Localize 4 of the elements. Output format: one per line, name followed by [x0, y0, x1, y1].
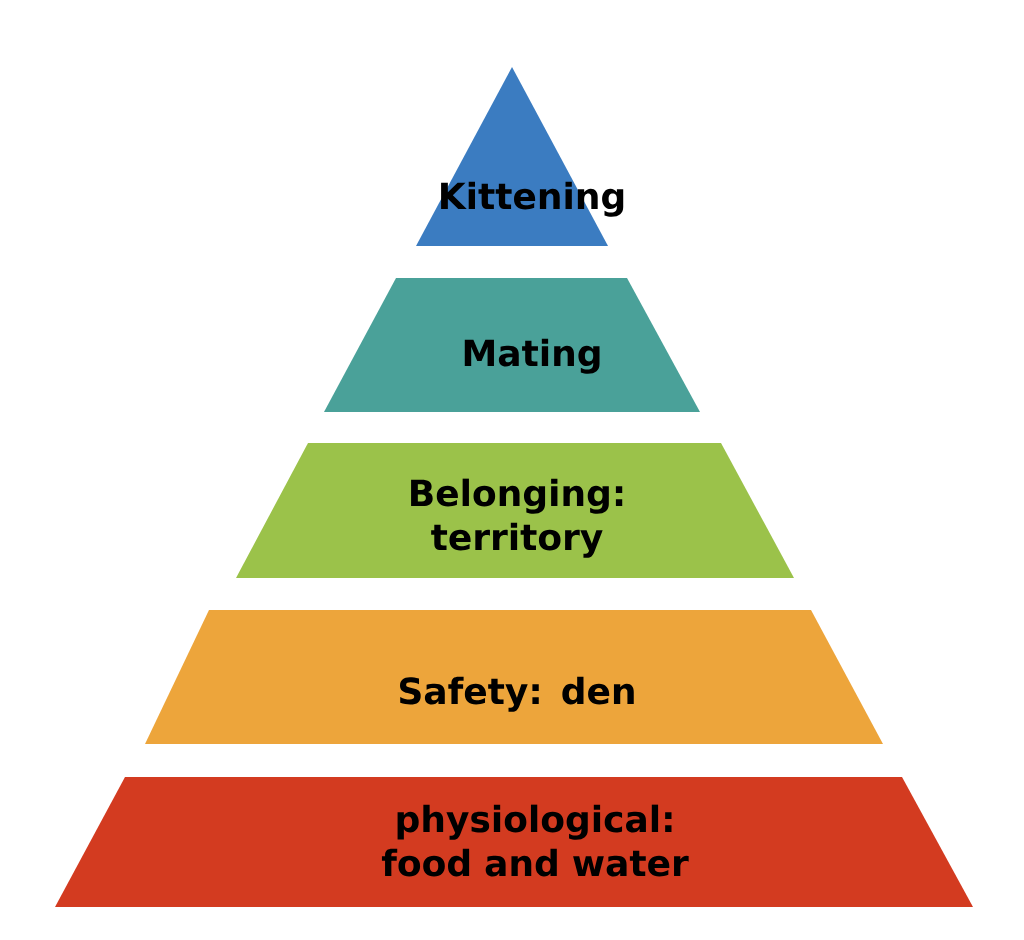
pyramid-level: physiological: food and water — [55, 777, 973, 907]
pyramid-level: Belonging: territory — [236, 443, 794, 578]
pyramid-level: Mating — [324, 278, 700, 412]
pyramid-level: Safety: den — [145, 610, 883, 744]
